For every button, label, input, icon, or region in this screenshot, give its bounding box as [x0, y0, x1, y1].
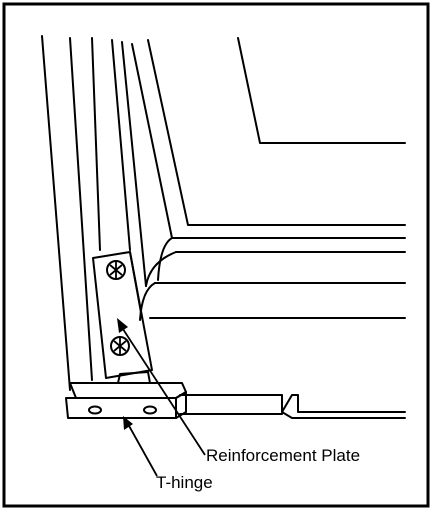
screw-upper	[106, 260, 126, 280]
plate-inner-edge	[129, 251, 143, 319]
stile-line-4	[111, 39, 131, 251]
t-hinge-arrowhead	[123, 416, 133, 430]
t-hinge-leader	[127, 423, 158, 477]
back-panel-edge	[237, 37, 406, 144]
t-hinge-label: T-hinge	[156, 473, 213, 492]
screw-lower	[110, 336, 130, 356]
stile-line-5	[121, 41, 147, 287]
stile-curve-2	[139, 282, 156, 321]
stile-curve-1	[145, 251, 177, 287]
reinforcement-plate-arrowhead	[117, 318, 128, 333]
reinforcement-plate-leader	[120, 325, 206, 456]
figure-border	[2, 2, 430, 508]
stile-line-3	[91, 37, 101, 251]
frame-rail-upper	[147, 39, 406, 226]
hinge-hole-left	[88, 405, 102, 415]
stile-line-1	[41, 35, 71, 391]
reinforcement-plate	[92, 251, 153, 379]
bottom-rail	[179, 394, 406, 413]
reinforcement-plate-label: Reinforcement Plate	[206, 446, 360, 465]
bottom-rail-step	[281, 411, 301, 419]
stile-line-6	[131, 43, 173, 239]
t-hinge-side	[175, 391, 187, 419]
stile-curve-3	[157, 237, 173, 281]
stile-line-2	[69, 37, 93, 381]
hinge-hole-right	[143, 405, 157, 415]
bottom-rail-lower	[179, 413, 406, 419]
t-hinge-notch	[117, 371, 151, 384]
